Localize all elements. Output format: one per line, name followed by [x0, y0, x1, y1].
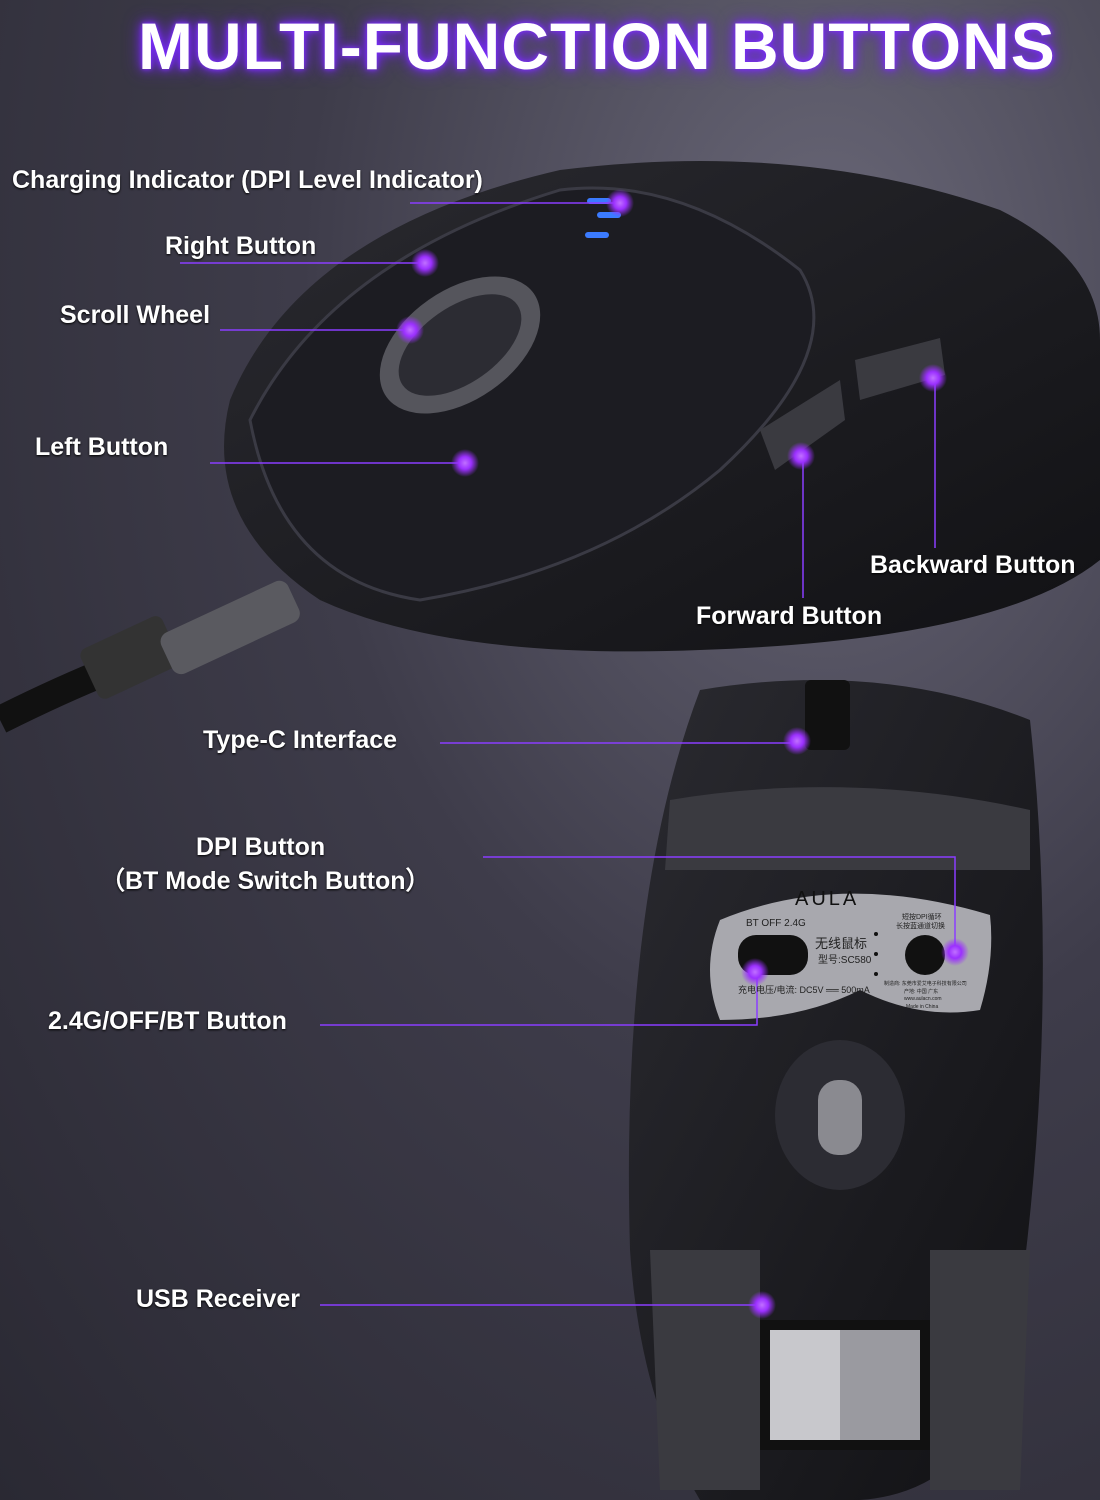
usb-c-cable — [0, 580, 300, 733]
label-dpi-button-sub: （BT Mode Switch Button） — [100, 867, 431, 895]
label-scroll-wheel: Scroll Wheel — [60, 301, 211, 329]
model-number: 型号:SC580 — [818, 955, 872, 966]
label-left-button: Left Button — [35, 433, 169, 461]
label-forward-button: Forward Button — [696, 602, 883, 630]
made-in: Made in China — [906, 1004, 939, 1010]
callout-dots — [396, 189, 969, 1319]
spec-plate — [710, 893, 992, 1020]
product-name: 无线鼠标 — [815, 936, 868, 951]
switch-positions: BT OFF 2.4G — [746, 918, 806, 929]
page-title: MULTI-FUNCTION BUTTONS — [138, 9, 1056, 83]
label-charging-indicator: Charging Indicator (DPI Level Indicator) — [12, 166, 483, 194]
mouse-bottom-view — [628, 680, 1043, 1500]
origin: 产地: 中国 广东 — [904, 989, 939, 995]
dpi-note-2: 长按蓝通道切换 — [896, 923, 945, 930]
mouse-top-view — [224, 161, 1100, 652]
label-usb-receiver: USB Receiver — [136, 1285, 300, 1313]
label-right-button: Right Button — [165, 232, 317, 260]
power-rating: 充电电压/电流: DC5V ══ 500mA — [738, 985, 870, 995]
callout-lines — [180, 202, 956, 1306]
dpi-note-1: 短按DPI循环 — [902, 914, 942, 921]
brand-logo: AULA — [795, 888, 860, 910]
label-dpi-button: DPI Button — [196, 833, 326, 861]
label-backward-button: Backward Button — [870, 551, 1076, 579]
maker: 制造商: 东莞市爱艾电子科技有限公司 — [884, 981, 967, 987]
label-mode-switch: 2.4G/OFF/BT Button — [48, 1007, 287, 1035]
label-type-c: Type-C Interface — [203, 726, 398, 754]
website: www.aulacn.com — [904, 996, 942, 1002]
